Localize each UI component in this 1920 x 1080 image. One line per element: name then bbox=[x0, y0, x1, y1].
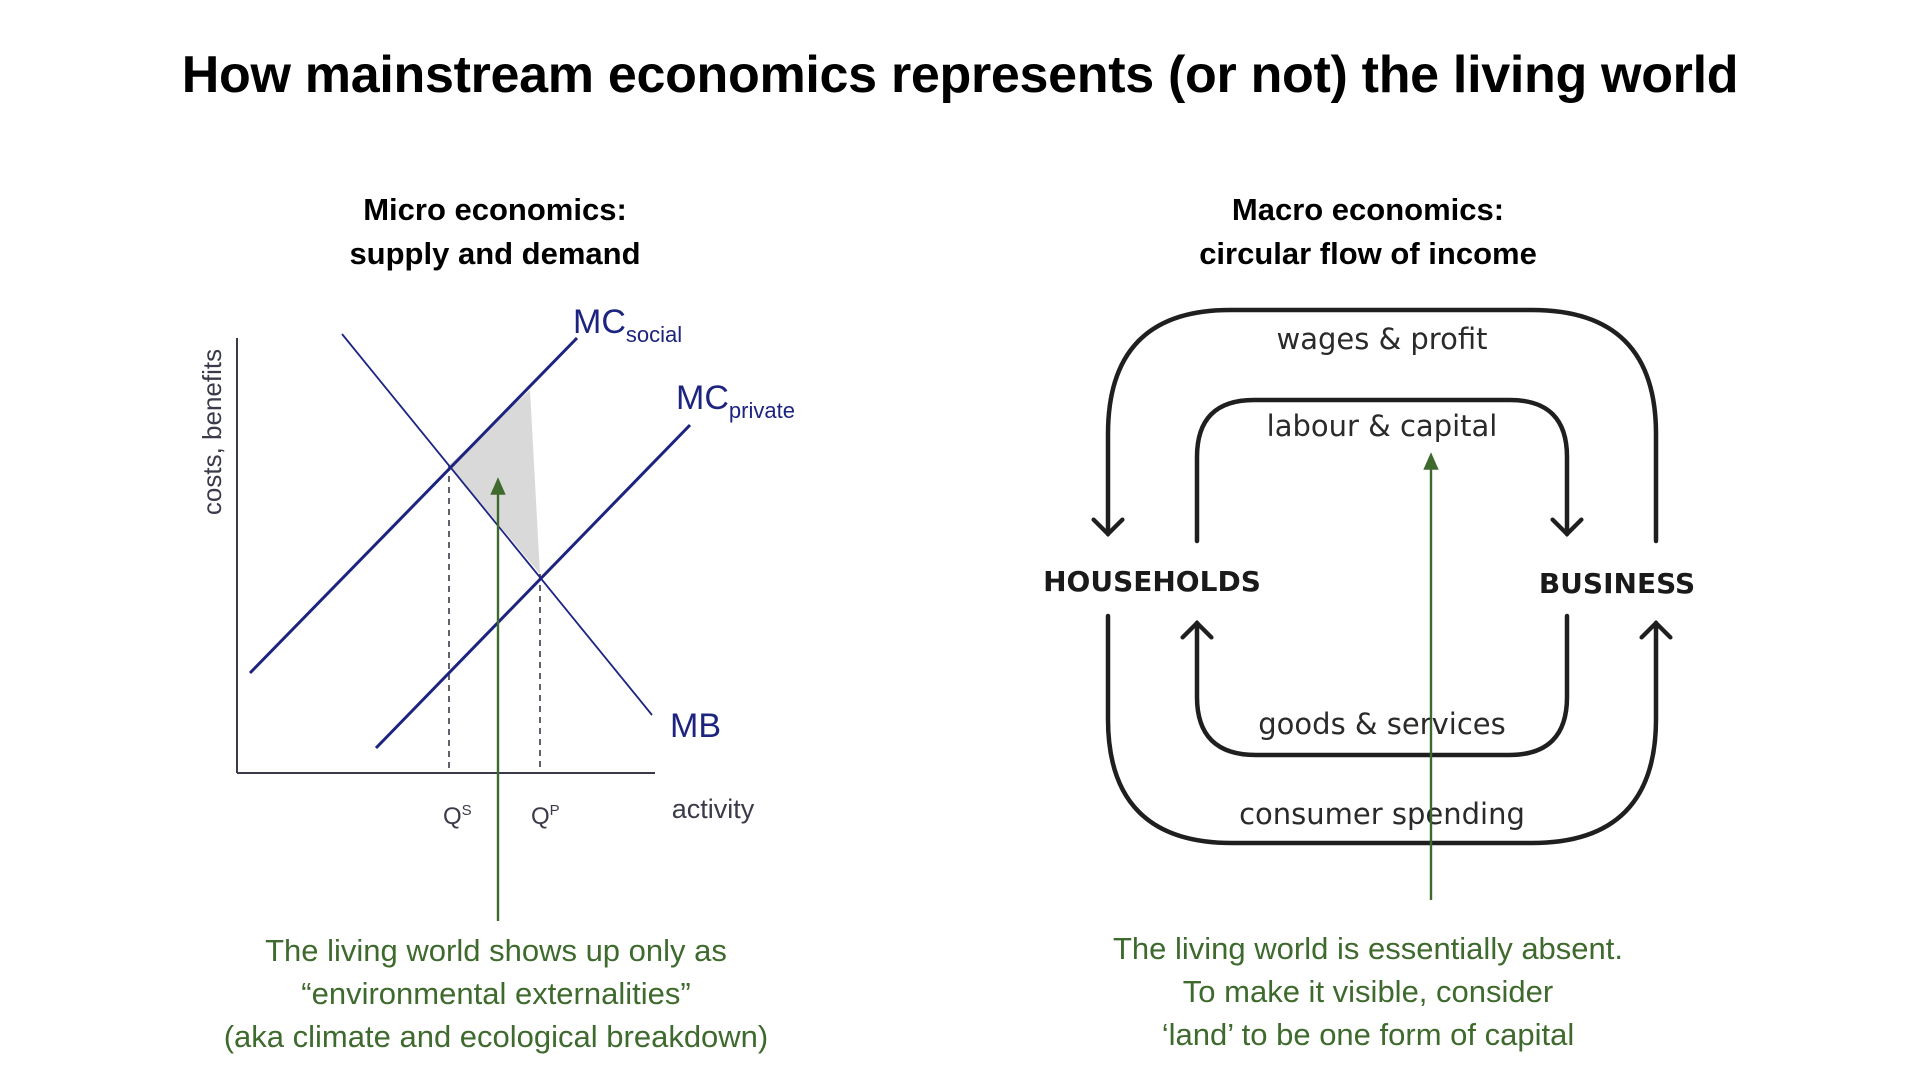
y-axis-label: costs, benefits bbox=[197, 349, 227, 515]
mc-private-label-main: MC bbox=[676, 379, 729, 417]
inner-top-loop bbox=[1194, 397, 1584, 544]
micro-caption-line1: The living world shows up only as bbox=[265, 933, 727, 968]
macro-caption-line1: The living world is essentially absent. bbox=[1112, 931, 1624, 966]
mc-social-curve bbox=[248, 336, 579, 675]
mc-social-label-sub: social bbox=[626, 322, 682, 347]
circular-flow-diagram bbox=[1091, 307, 1673, 846]
macro-caption-line3: ‘land’ to be one form of capital bbox=[1161, 1017, 1575, 1052]
inner-bottom-loop bbox=[1180, 613, 1570, 758]
micro-heading-line2: supply and demand bbox=[349, 236, 641, 271]
labour-capital-label: labour & capital bbox=[1267, 409, 1498, 443]
qs-label-main: Q bbox=[443, 803, 462, 830]
mb-label: MB bbox=[670, 707, 721, 745]
consumer-spending-label: consumer spending bbox=[1239, 797, 1525, 831]
supply-demand-diagram: costs, benefits activity MCsocial MCpriv… bbox=[197, 303, 795, 921]
micro-caption-line3: (aka climate and ecological breakdown) bbox=[223, 1019, 769, 1054]
macro-heading-line2: circular flow of income bbox=[1199, 236, 1537, 271]
macro-heading: Macro economics: circular flow of income bbox=[1018, 188, 1718, 276]
qs-label: QS bbox=[443, 802, 472, 830]
mc-social-label-main: MC bbox=[573, 303, 626, 341]
macro-heading-line1: Macro economics: bbox=[1231, 192, 1505, 227]
macro-caption-line2: To make it visible, consider bbox=[1182, 974, 1554, 1009]
qs-label-sup: S bbox=[462, 802, 472, 819]
mc-private-curve bbox=[374, 423, 692, 750]
qp-label-sup: P bbox=[550, 802, 560, 819]
slide-title: How mainstream economics represents (or … bbox=[181, 46, 1739, 104]
circular-flow-labels: HOUSEHOLDS BUSINESS wages & profit labou… bbox=[1043, 322, 1695, 900]
outer-top-loop bbox=[1091, 307, 1659, 544]
wages-profit-label: wages & profit bbox=[1277, 322, 1488, 356]
goods-services-label: goods & services bbox=[1258, 707, 1505, 741]
micro-heading: Micro economics: supply and demand bbox=[145, 188, 845, 276]
outer-bottom-loop bbox=[1105, 613, 1673, 846]
qp-label: QP bbox=[531, 802, 560, 830]
micro-heading-line1: Micro economics: bbox=[363, 192, 627, 227]
business-label: BUSINESS bbox=[1539, 567, 1695, 600]
x-axis-label: activity bbox=[672, 794, 755, 824]
qp-label-main: Q bbox=[531, 803, 550, 830]
mc-social-label: MCsocial bbox=[573, 303, 682, 347]
micro-caption-line2: “environmental externalities” bbox=[301, 976, 691, 1011]
households-label: HOUSEHOLDS bbox=[1043, 565, 1261, 598]
mc-private-label-sub: private bbox=[729, 398, 795, 423]
micro-caption: The living world shows up only as “envir… bbox=[96, 929, 896, 1058]
macro-caption: The living world is essentially absent. … bbox=[968, 927, 1768, 1056]
mc-private-label: MCprivate bbox=[676, 379, 795, 423]
